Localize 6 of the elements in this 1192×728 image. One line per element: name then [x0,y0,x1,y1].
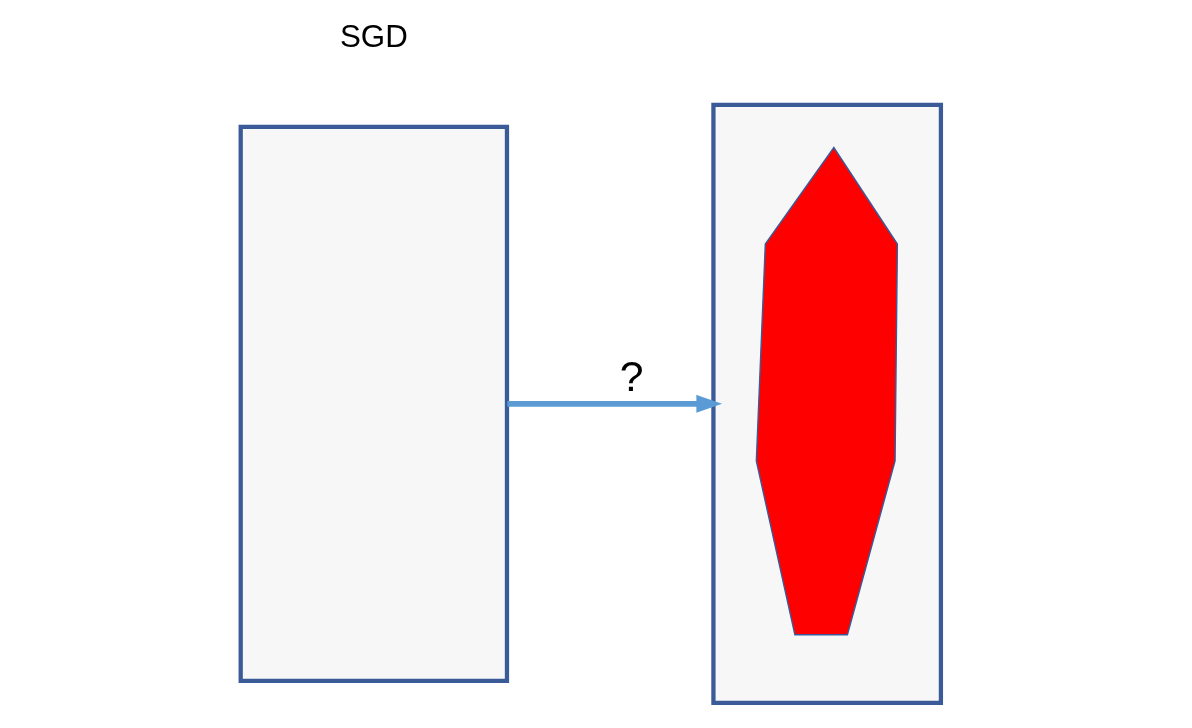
node-box [238,124,509,683]
edge-label: ? [619,352,643,401]
arrow [506,394,722,413]
node-band [755,146,898,636]
label: SGD [339,19,408,55]
cluster [710,102,943,706]
